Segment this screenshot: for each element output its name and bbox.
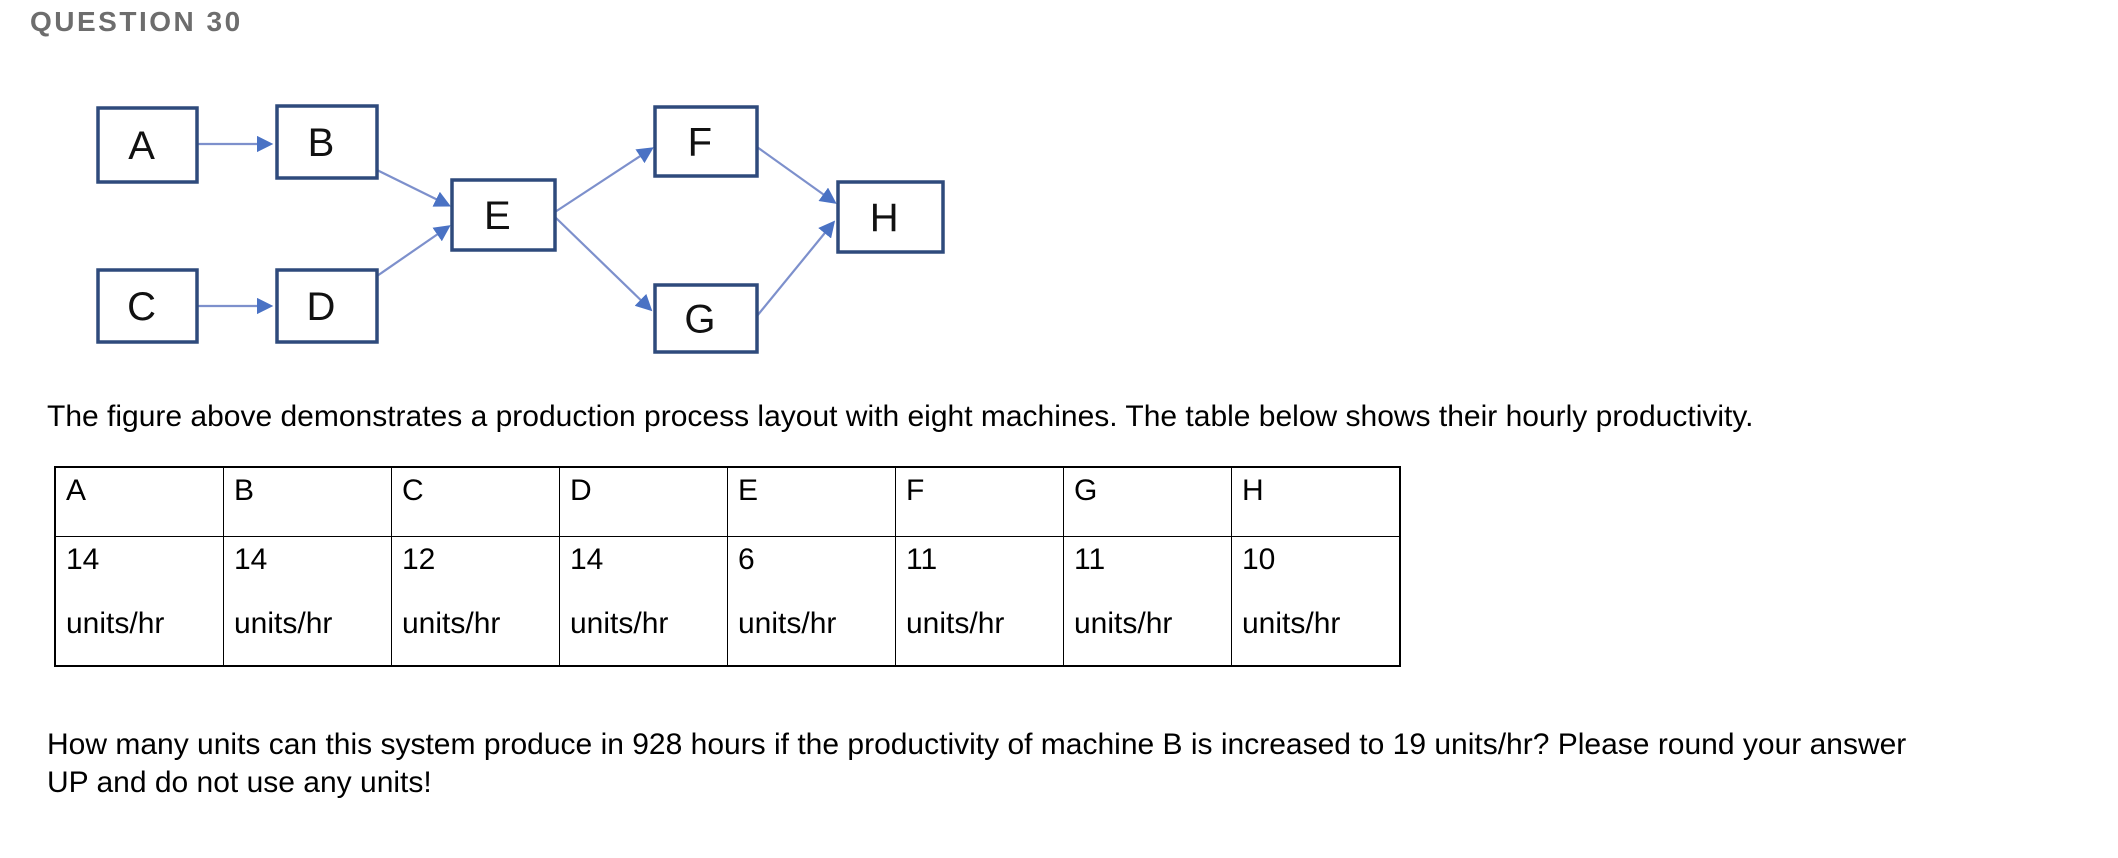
flow-arrow-E-to-F (554, 147, 654, 213)
machine-node-F (653, 105, 759, 178)
machine-node-label-A: A (128, 124, 155, 168)
productivity-unit-E: units/hr (738, 607, 837, 640)
machine-node-A (96, 106, 199, 184)
machine-node-label-G: G (684, 298, 715, 342)
table-header-cell-E: E (727, 466, 896, 537)
machine-node-label-H: H (870, 196, 899, 240)
machine-node-label-C: C (127, 285, 156, 329)
machine-node-C (96, 268, 199, 344)
machine-node-label-F: F (688, 121, 712, 165)
table-value-cell-A: 14 units/hr (54, 536, 224, 667)
question-line-1: How many units can this system produce i… (47, 728, 1907, 761)
productivity-value-H: 10 (1242, 543, 1276, 576)
productivity-value-D: 14 (570, 543, 604, 576)
machine-node-B (275, 104, 379, 180)
table-value-cell-F: 11 units/hr (895, 536, 1064, 667)
machine-node-H (836, 180, 945, 254)
machine-node-label-D: D (307, 285, 336, 329)
machine-node-D (275, 268, 379, 344)
question-text: How many units can this system produce i… (47, 726, 2107, 802)
question-line-2: UP and do not use any units! (47, 766, 432, 799)
productivity-unit-F: units/hr (906, 607, 1005, 640)
productivity-unit-G: units/hr (1074, 607, 1173, 640)
table-value-cell-G: 11 units/hr (1063, 536, 1232, 667)
productivity-value-F: 11 (906, 543, 938, 576)
productivity-unit-A: units/hr (66, 607, 165, 640)
machine-node-E (450, 178, 557, 252)
productivity-value-G: 11 (1074, 543, 1106, 576)
productivity-value-B: 14 (234, 543, 268, 576)
flow-arrow-F-to-H (756, 146, 837, 204)
table-value-cell-E: 6 units/hr (727, 536, 896, 667)
table-header-cell-H: H (1231, 466, 1401, 537)
table-header-cell-C: C (391, 466, 560, 537)
table-header-cell-F: F (895, 466, 1064, 537)
table-header-cell-G: G (1063, 466, 1232, 537)
flow-arrow-G-to-H (756, 220, 836, 317)
productivity-unit-H: units/hr (1242, 607, 1341, 640)
figure-description: The figure above demonstrates a producti… (47, 400, 1754, 433)
productivity-unit-D: units/hr (570, 607, 669, 640)
flow-arrow-E-to-G (554, 216, 653, 312)
productivity-value-E: 6 (738, 543, 755, 576)
flow-arrow-B-to-E (376, 169, 451, 207)
productivity-unit-C: units/hr (402, 607, 501, 640)
table-header-cell-A: A (54, 466, 224, 537)
machine-node-G (653, 283, 759, 354)
question-number-heading: QUESTION 30 (30, 6, 243, 37)
process-flow-diagram: A B C D E F G H (96, 104, 945, 354)
productivity-unit-B: units/hr (234, 607, 333, 640)
table-value-cell-B: 14 units/hr (223, 536, 392, 667)
productivity-value-A: 14 (66, 543, 100, 576)
flow-arrow-D-to-E (376, 225, 451, 277)
table-value-row: 14 units/hr 14 units/hr 12 units/hr 14 units/hr… (54, 536, 1401, 667)
table-value-cell-H: 10 units/hr (1231, 536, 1401, 667)
productivity-value-C: 12 (402, 543, 436, 576)
table-header-cell-B: B (223, 466, 392, 537)
table-value-cell-D: 14 units/hr (559, 536, 728, 667)
table-header-cell-D: D (559, 466, 728, 537)
table-value-cell-C: 12 units/hr (391, 536, 560, 667)
machine-node-label-E: E (484, 194, 511, 238)
machine-node-label-B: B (308, 121, 335, 165)
